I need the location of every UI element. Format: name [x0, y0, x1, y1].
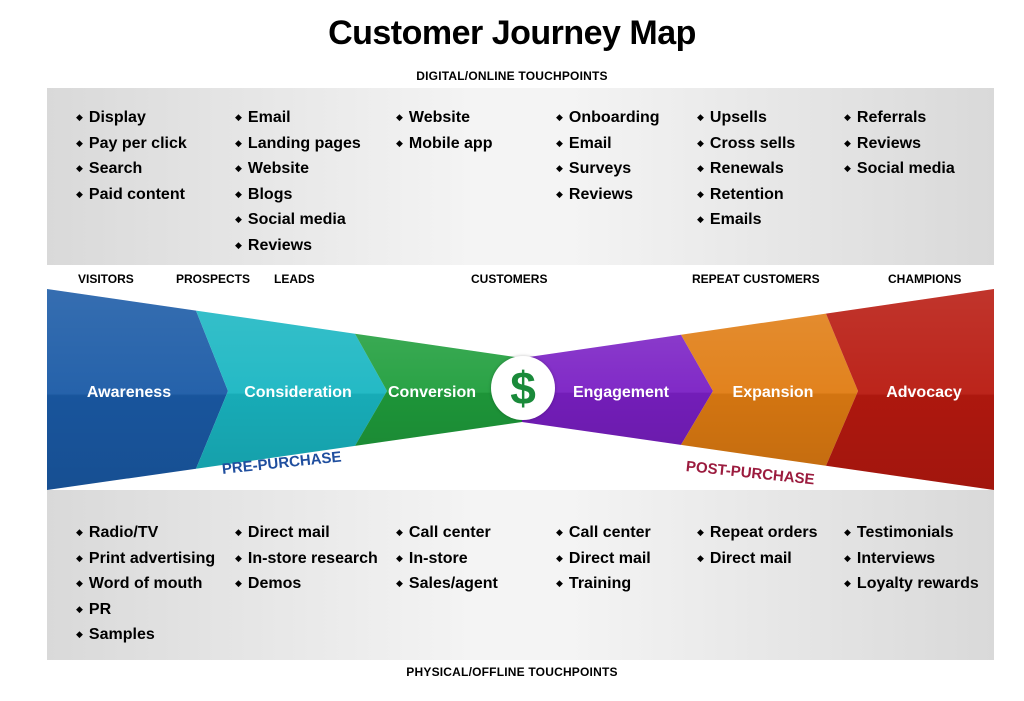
phase-label-awareness: Awareness	[87, 384, 171, 401]
list-item: Referrals	[844, 106, 955, 132]
page-title: Customer Journey Map	[328, 14, 696, 52]
list-item: Retention	[697, 183, 795, 209]
list-item: Website	[396, 106, 492, 132]
list-item: Repeat orders	[697, 521, 818, 547]
physical-column-advocacy: Testimonials Interviews Loyalty rewards	[844, 521, 979, 598]
digital-column-conversion: Website Mobile app	[396, 106, 493, 158]
phase-label-expansion: Expansion	[733, 384, 814, 401]
list-item: Emails	[697, 208, 795, 234]
physical-column-awareness: Radio/TV Print advertising Word of mouth…	[76, 521, 215, 649]
stage-label-champions: CHAMPIONS	[888, 272, 962, 286]
list-item: Cross sells	[697, 132, 795, 158]
list-item: In-store research	[235, 547, 378, 573]
stage-label-repeat-customers: REPEAT CUSTOMERS	[692, 272, 820, 286]
digital-column-advocacy: Referrals Reviews Social media	[844, 106, 955, 183]
stage-label-visitors: VISITORS	[78, 272, 134, 286]
phase-shading-conversion	[355, 333, 522, 446]
list-item: Landing pages	[235, 132, 361, 158]
physical-column-expansion: Repeat orders Direct mail	[697, 521, 818, 572]
phase-shading-engagement	[522, 334, 713, 445]
list-item: Interviews	[844, 547, 979, 573]
list-item: Sales/agent	[396, 572, 498, 598]
list-item: Onboarding	[556, 106, 660, 132]
digital-column-awareness: Display Pay per click Search Paid conten…	[76, 106, 187, 208]
phase-awareness	[47, 289, 228, 490]
list-item: Email	[556, 132, 660, 158]
list-item: Renewals	[697, 157, 795, 183]
phase-shading-expansion	[681, 313, 858, 466]
digital-touchpoints-label: DIGITAL/ONLINE TOUCHPOINTS	[416, 69, 608, 83]
list-item: Email	[235, 106, 361, 132]
digital-touchpoints-panel: Display Pay per click Search Paid conten…	[47, 88, 994, 265]
list-item: Call center	[556, 521, 651, 547]
list-item: In-store	[396, 547, 498, 573]
physical-touchpoints-panel: Radio/TV Print advertising Word of mouth…	[47, 490, 994, 660]
list-item: Display	[76, 106, 187, 132]
list-item: Direct mail	[556, 547, 651, 573]
list-item: Radio/TV	[76, 521, 215, 547]
stage-label-customers: CUSTOMERS	[471, 272, 548, 286]
list-item: Word of mouth	[76, 572, 215, 598]
phase-label-engagement: Engagement	[573, 384, 670, 401]
digital-column-consideration: Email Landing pages Website Blogs Social…	[235, 106, 361, 260]
phase-advocacy	[826, 289, 994, 490]
physical-touchpoints-label: PHYSICAL/OFFLINE TOUCHPOINTS	[406, 665, 618, 679]
list-item: Reviews	[556, 183, 660, 209]
dollar-sign: $	[510, 362, 536, 414]
phase-label-advocacy: Advocacy	[886, 384, 962, 401]
list-item: Reviews	[844, 132, 955, 158]
stage-label-leads: LEADS	[274, 272, 315, 286]
phase-shading-advocacy	[826, 289, 994, 490]
list-item: Upsells	[697, 106, 795, 132]
list-item: Pay per click	[76, 132, 187, 158]
digital-column-engagement: Onboarding Email Surveys Reviews	[556, 106, 660, 208]
list-item: Testimonials	[844, 521, 979, 547]
physical-column-consideration: Direct mail In-store research Demos	[235, 521, 378, 598]
list-item: Search	[76, 157, 187, 183]
list-item: Surveys	[556, 157, 660, 183]
phase-consideration	[196, 310, 387, 469]
physical-column-conversion: Call center In-store Sales/agent	[396, 521, 498, 598]
list-item: Blogs	[235, 183, 361, 209]
phase-shading-consideration	[196, 310, 387, 469]
phase-conversion	[355, 333, 522, 446]
list-item: Direct mail	[697, 547, 818, 573]
phase-shading-awareness	[47, 289, 228, 490]
phase-expansion	[681, 313, 858, 466]
customer-stages-row: VISITORS PROSPECTS LEADS CUSTOMERS REPEA…	[0, 272, 1024, 288]
list-item: Paid content	[76, 183, 187, 209]
list-item: PR	[76, 598, 215, 624]
list-item: Direct mail	[235, 521, 378, 547]
list-item: Samples	[76, 623, 215, 649]
list-item: Social media	[235, 208, 361, 234]
phase-label-conversion: Conversion	[388, 384, 476, 401]
dollar-icon: $	[491, 356, 555, 420]
list-item: Training	[556, 572, 651, 598]
list-item: Loyalty rewards	[844, 572, 979, 598]
stage-label-prospects: PROSPECTS	[176, 272, 251, 286]
list-item: Website	[235, 157, 361, 183]
physical-column-engagement: Call center Direct mail Training	[556, 521, 651, 598]
list-item: Reviews	[235, 234, 361, 260]
phase-engagement	[522, 334, 713, 445]
list-item: Demos	[235, 572, 378, 598]
digital-column-expansion: Upsells Cross sells Renewals Retention E…	[697, 106, 795, 234]
list-item: Mobile app	[396, 132, 493, 158]
phase-label-consideration: Consideration	[244, 384, 352, 401]
list-item: Print advertising	[76, 547, 215, 573]
dollar-circle: $	[491, 356, 555, 420]
list-item: Social media	[844, 157, 955, 183]
list-item: Call center	[396, 521, 498, 547]
